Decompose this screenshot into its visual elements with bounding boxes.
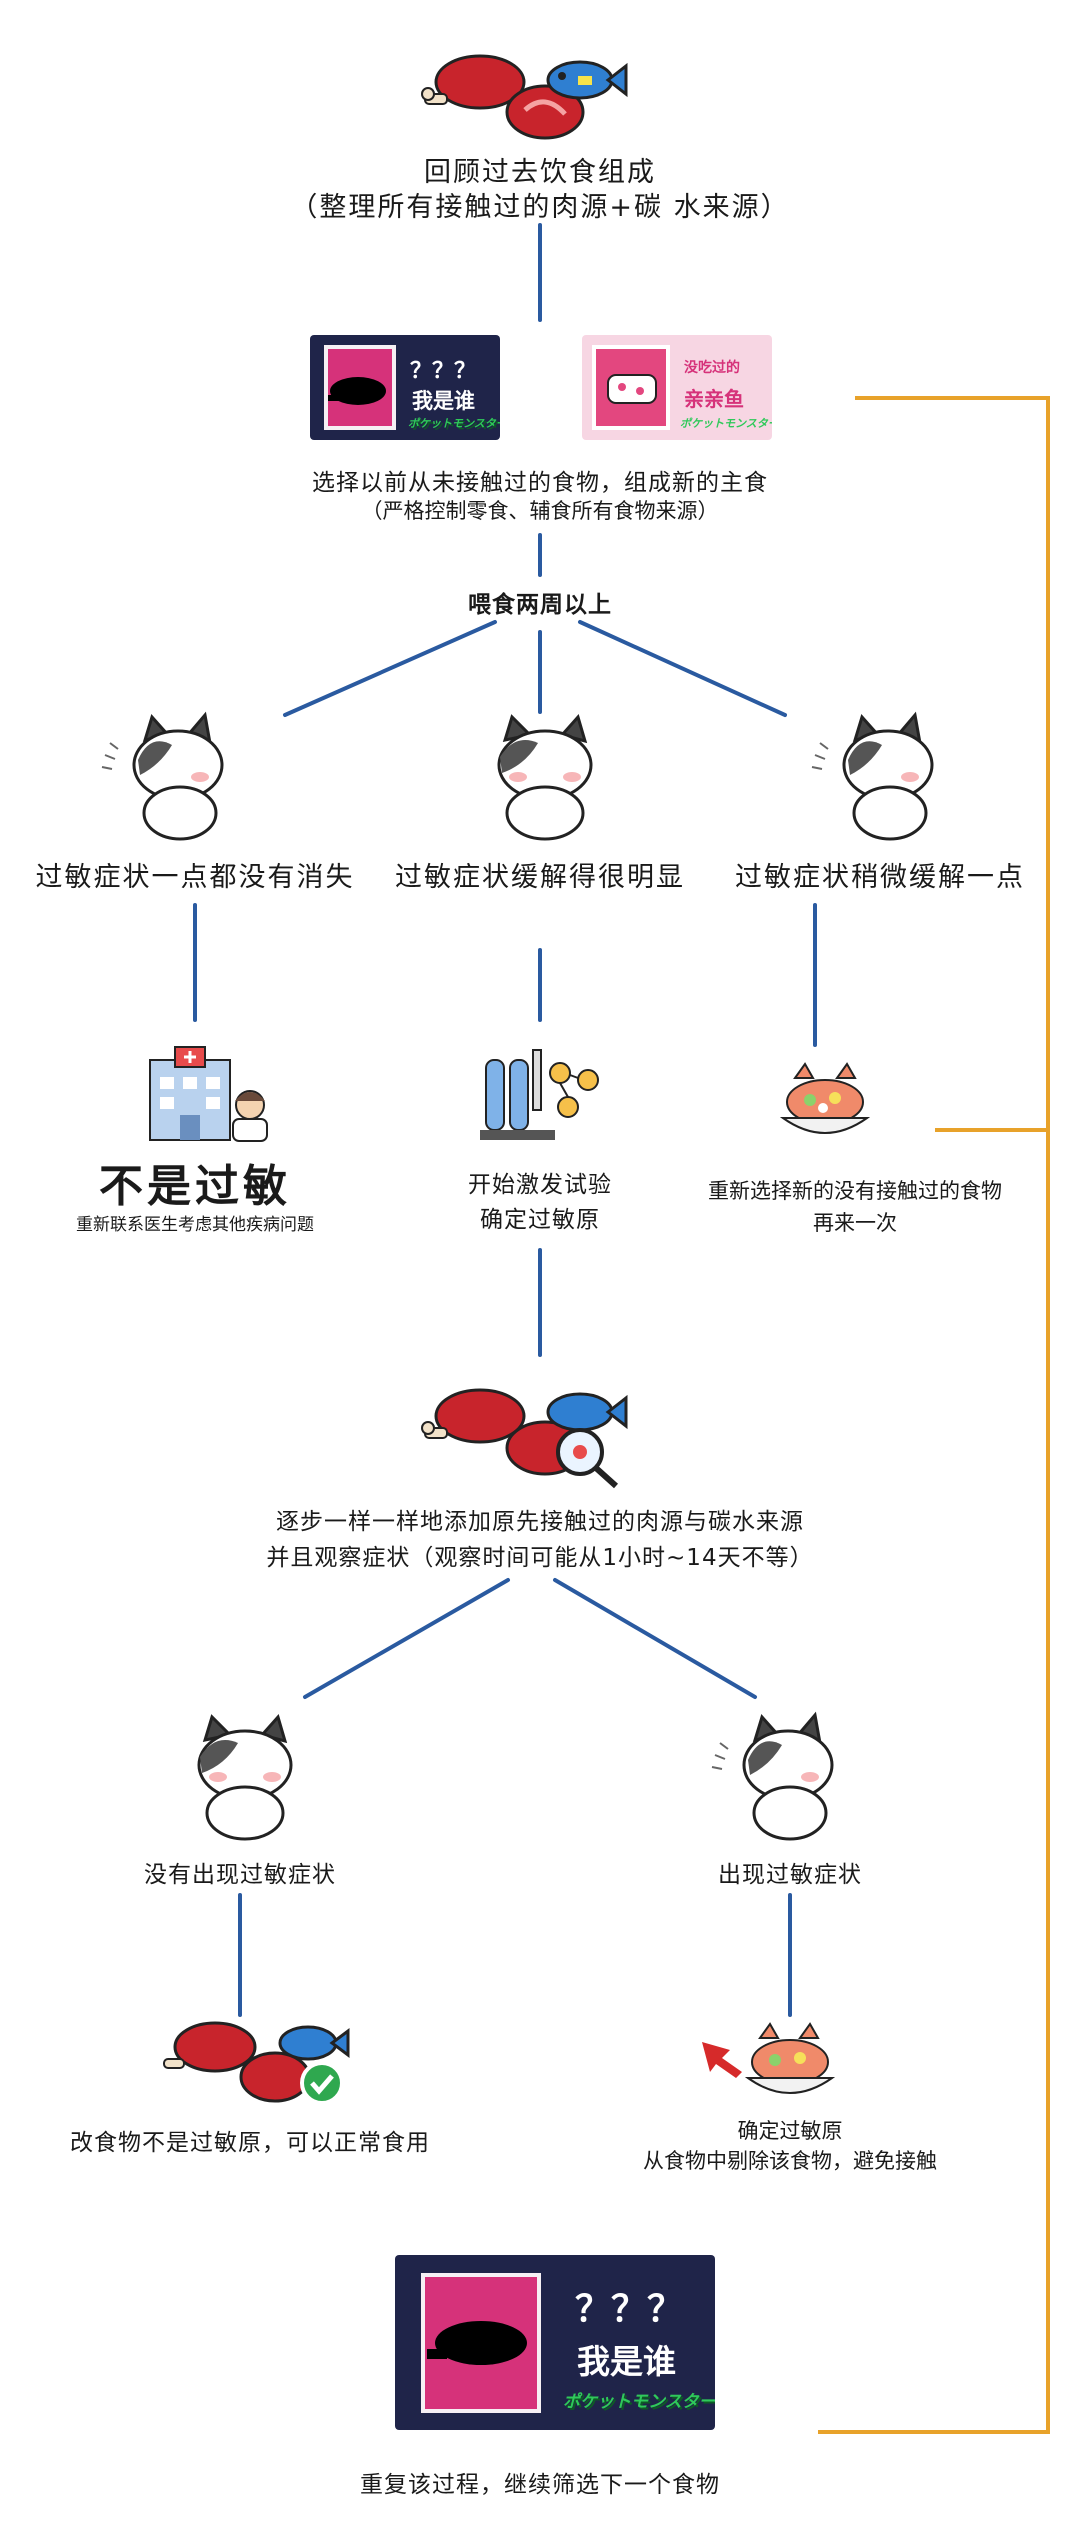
meat-fish-magnifier-icon <box>421 1388 628 1489</box>
flow-line <box>303 1578 510 1699</box>
sub-right-result-line2: 从食物中剔除该食物，避免接触 <box>643 2149 937 2173</box>
card-who: 我是谁 <box>412 389 475 413</box>
flow-line <box>578 620 787 717</box>
sub-right-result-line1: 确定过敏原 <box>737 2119 843 2143</box>
card-logo: ポケットモンスター <box>408 417 500 430</box>
flow-line <box>553 1578 757 1699</box>
step4-line1: 逐步一样一样地添加原先接触过的肉源与碳水来源 <box>276 1509 804 1535</box>
tried-card: 没吃过的 亲亲鱼 ポケットモンスター <box>582 335 772 440</box>
meat-fish-icon <box>421 54 628 140</box>
final-mystery-card: ？？？ 我是谁 ポケットモンスター <box>395 2255 715 2430</box>
magnifier-icon <box>556 1428 619 1489</box>
cat-icon <box>811 711 934 841</box>
allergen-food-icon <box>702 2022 836 2094</box>
card-who: 我是谁 <box>577 2342 676 2381</box>
card-line2: 亲亲鱼 <box>684 387 744 411</box>
arrow-icon <box>702 2042 742 2078</box>
right-result-line2: 再来一次 <box>813 1211 897 1235</box>
sub-right-label: 出现过敏症状 <box>718 1862 862 1888</box>
cat-icon <box>497 713 593 841</box>
cat-icon <box>197 1713 293 1841</box>
food-bowl-icon <box>779 1062 871 1134</box>
step1-title: 回顾过去饮食组成 <box>424 157 656 188</box>
card-logo: ポケットモンスター <box>680 417 772 430</box>
silhouette-icon <box>328 377 386 405</box>
branch-middle-label: 过敏症状缓解得很明显 <box>395 862 685 893</box>
meat-fish-check-icon <box>163 2021 350 2105</box>
branch-right-label: 过敏症状稍微缓解一点 <box>735 862 1025 893</box>
middle-result-line2: 确定过敏原 <box>480 1207 600 1233</box>
step2-subtitle: （严格控制零食、辅食所有食物来源） <box>361 499 719 523</box>
hospital-doctor-icon <box>149 1046 268 1142</box>
right-result-line1: 重新选择新的没有接触过的食物 <box>708 1179 1002 1203</box>
step1-subtitle: （整理所有接触过的肉源+碳 水来源） <box>290 192 790 223</box>
flow-line <box>283 620 497 717</box>
card-logo: ポケットモンスター <box>563 2392 715 2412</box>
not-allergy-note: 重新联系医生考虑其他疾病问题 <box>76 1215 314 1235</box>
card-question: ？？？ <box>410 359 477 384</box>
lab-test-icon <box>480 1049 599 1140</box>
middle-result-line1: 开始激发试验 <box>468 1172 612 1198</box>
mystery-card: ？？？ 我是谁 ポケットモンスター <box>310 335 500 440</box>
cat-icon <box>711 1711 834 1841</box>
sub-left-label: 没有出现过敏症状 <box>144 1862 336 1888</box>
check-icon <box>300 2061 344 2105</box>
step3-label: 喂食两周以上 <box>468 592 612 618</box>
card-line1: 没吃过的 <box>684 360 740 376</box>
sub-left-result: 改食物不是过敏原，可以正常食用 <box>70 2130 430 2156</box>
silhouette-icon <box>427 2321 527 2365</box>
cat-icon <box>101 711 224 841</box>
not-allergy-title: 不是过敏 <box>99 1161 291 1212</box>
branch-left-label: 过敏症状一点都没有消失 <box>35 862 355 893</box>
final-label: 重复该过程，继续筛选下一个食物 <box>360 2472 720 2498</box>
step2-title: 选择以前从未接触过的食物，组成新的主食 <box>312 470 768 496</box>
loop-back-line <box>818 396 1050 2434</box>
card-question: ？？？ <box>575 2289 684 2330</box>
fish-cake-icon <box>607 374 657 404</box>
step4-line2: 并且观察症状（观察时间可能从1小时~14天不等） <box>266 1545 814 1571</box>
